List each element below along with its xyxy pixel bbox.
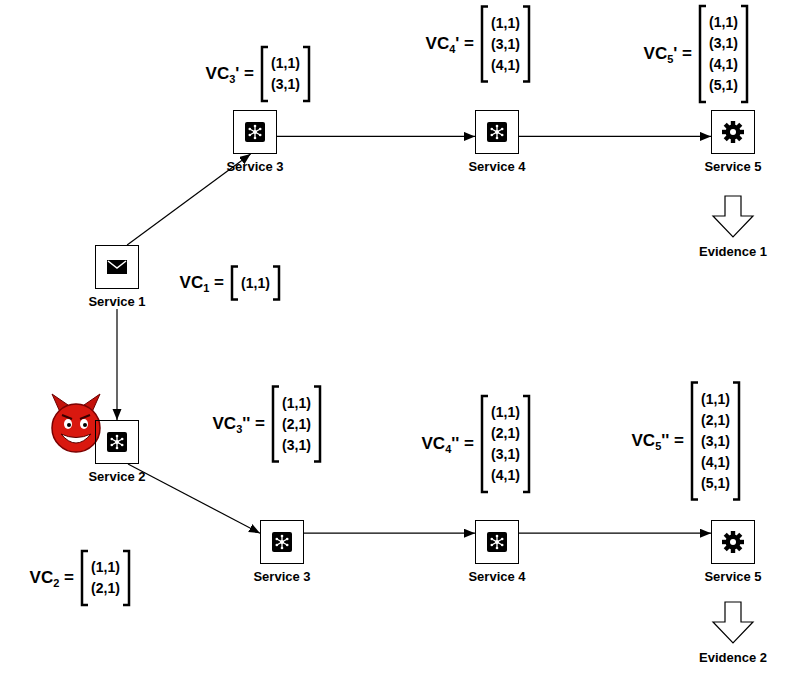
- gear-icon: [722, 531, 744, 553]
- service-box: [711, 110, 755, 154]
- vector-clock-name: VC5'' =: [632, 431, 685, 451]
- vector-clock-entry: (1,1): [491, 402, 520, 423]
- network-icon: [487, 532, 507, 552]
- service-box: [233, 110, 277, 154]
- service-node: Service 3: [251, 520, 313, 584]
- matrix-bracket: [314, 387, 320, 462]
- service-node: Service 4: [466, 110, 528, 174]
- vector-clock-entry: (3,1): [709, 33, 738, 54]
- vector-clock-entry: (1,1): [491, 13, 520, 34]
- vector-clock-entry: (1,1): [241, 273, 270, 294]
- vector-clock-entry: (2,1): [701, 410, 730, 431]
- matrix-bracket: [303, 47, 309, 101]
- service-box: [95, 245, 139, 289]
- matrix-bracket: [262, 47, 268, 101]
- matrix-bracket: [523, 7, 529, 82]
- vector-clock-entry: (2,1): [282, 414, 311, 435]
- vector-clock-entry: (3,1): [491, 34, 520, 55]
- matrix-bracket: [232, 267, 238, 300]
- service-node: Service 5: [702, 520, 764, 584]
- matrix-bracket: [741, 6, 747, 102]
- service-box: [475, 110, 519, 154]
- matrix-bracket: [692, 383, 698, 500]
- vector-clock-entry: (5,1): [701, 473, 730, 494]
- matrix-bracket: [700, 6, 706, 102]
- service-label: Service 5: [702, 159, 764, 174]
- vector-clock-entry: (2,1): [491, 423, 520, 444]
- service-label: Service 2: [86, 469, 148, 484]
- matrix-bracket: [123, 551, 129, 605]
- vector-clock-name: VC4' =: [426, 34, 474, 54]
- vector-clock-name: VC4'' =: [422, 434, 475, 454]
- envelope-icon: [107, 260, 127, 274]
- vector-clock-entry: (4,1): [701, 452, 730, 473]
- network-icon: [487, 122, 507, 142]
- service-box: [711, 520, 755, 564]
- network-icon: [245, 122, 265, 142]
- vector-clock-name: VC3'' =: [213, 414, 266, 434]
- vector-clock-name: VC5' =: [644, 44, 692, 64]
- evidence-arrow: [713, 602, 753, 643]
- service-box: [260, 520, 304, 564]
- evidence-arrow: [713, 196, 753, 237]
- matrix-bracket: [82, 551, 88, 605]
- flow-arrow: [128, 464, 260, 533]
- vector-clock-entry: (4,1): [709, 54, 738, 75]
- service-label: Service 5: [702, 569, 764, 584]
- evidence-label: Evidence 2: [699, 650, 767, 666]
- vector-clock-entry: (1,1): [91, 557, 120, 578]
- flow-arrow: [304, 533, 475, 534]
- devil-icon: [52, 394, 100, 452]
- matrix-bracket: [273, 267, 279, 300]
- service-label: Service 3: [224, 159, 286, 174]
- service-label: Service 1: [86, 294, 148, 309]
- matrix-brackets: [82, 6, 747, 605]
- vector-clock-entry: (3,1): [701, 431, 730, 452]
- gear-icon: [722, 121, 744, 143]
- network-icon: [272, 532, 292, 552]
- matrix-bracket: [733, 383, 739, 500]
- service-label: Service 3: [251, 569, 313, 584]
- service-node: Service 4: [466, 520, 528, 584]
- vector-clock-entry: (2,1): [91, 578, 120, 599]
- network-icon: [107, 432, 127, 452]
- service-node: Service 5: [702, 110, 764, 174]
- vector-clock-entry: (3,1): [271, 74, 300, 95]
- vector-clock-entry: (3,1): [282, 435, 311, 456]
- vector-clock-entry: (1,1): [701, 389, 730, 410]
- service-label: Service 4: [466, 159, 528, 174]
- matrix-bracket: [273, 387, 279, 462]
- vector-clock-entry: (5,1): [709, 75, 738, 96]
- vector-clock-entry: (4,1): [491, 465, 520, 486]
- vector-clock-name: VC2 =: [30, 568, 74, 588]
- service-box: [95, 420, 139, 464]
- flow-arrow: [277, 136, 475, 137]
- vector-clock-entry: (1,1): [271, 53, 300, 74]
- service-label: Service 4: [466, 569, 528, 584]
- evidence-label: Evidence 1: [699, 244, 767, 260]
- matrix-bracket: [523, 396, 529, 492]
- flow-arrow: [519, 136, 711, 137]
- vector-clock-name: VC3' =: [206, 64, 254, 84]
- matrix-bracket: [482, 7, 488, 82]
- service-node: Service 3: [224, 110, 286, 174]
- service-node: Service 2: [86, 420, 148, 484]
- vector-clock-name: VC1 =: [180, 273, 224, 293]
- service-box: [475, 520, 519, 564]
- vector-clock-entry: (1,1): [709, 12, 738, 33]
- matrix-bracket: [482, 396, 488, 492]
- vector-clock-entry: (4,1): [491, 55, 520, 76]
- vector-clock-entry: (3,1): [491, 444, 520, 465]
- vector-clock-entry: (1,1): [282, 393, 311, 414]
- service-node: Service 1: [86, 245, 148, 309]
- flow-arrow: [519, 533, 711, 534]
- flow-arrow: [116, 309, 117, 420]
